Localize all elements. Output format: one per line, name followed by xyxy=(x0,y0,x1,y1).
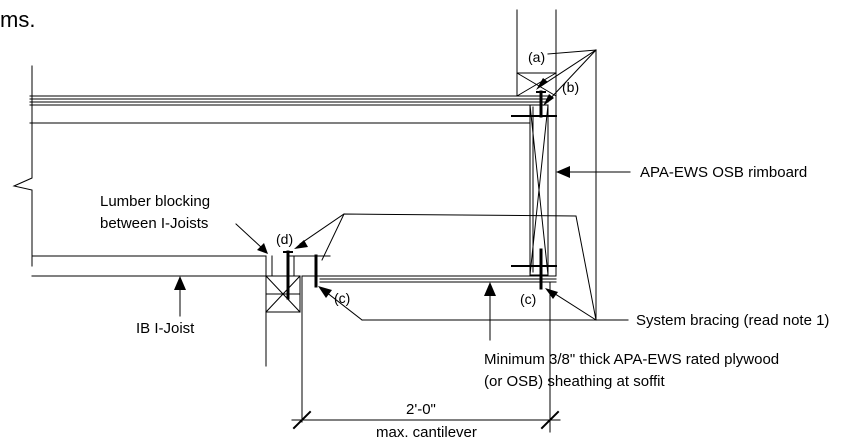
blocking-nails xyxy=(283,250,318,300)
top-nails xyxy=(511,90,557,118)
rimboard-label: APA-EWS OSB rimboard xyxy=(640,164,807,181)
blocking-label-line1: Lumber blocking xyxy=(100,193,210,210)
rimboard-leader: APA-EWS OSB rimboard xyxy=(556,164,807,181)
sheathing-label-line2: (or OSB) sheathing at soffit xyxy=(484,373,665,390)
callout-a: (a) xyxy=(528,49,545,65)
upper-floor-assembly xyxy=(29,95,549,124)
rimboard xyxy=(529,95,557,276)
callout-c-left: (c) xyxy=(334,290,350,306)
ijoist-leader: IB I-Joist xyxy=(136,276,195,337)
cantilever-dimension: 2'-0" max. cantilever xyxy=(291,281,561,440)
lumber-blocking xyxy=(265,255,301,367)
dimension-note: max. cantilever xyxy=(376,424,477,440)
callout-b: (b) xyxy=(562,79,579,95)
ijoist-label: IB I-Joist xyxy=(136,320,195,337)
header-fragment: ms. xyxy=(0,7,35,32)
sheathing-label-line1: Minimum 3/8" thick APA-EWS rated plywood xyxy=(484,351,779,368)
blocking-label-line2: between I-Joists xyxy=(100,215,208,232)
callout-c-left-leader: (c) xyxy=(318,286,597,321)
blocking-leader: Lumber blocking between I-Joists xyxy=(100,193,268,254)
floor-break-line xyxy=(12,65,33,267)
sheathing-leader: Minimum 3/8" thick APA-EWS rated plywood… xyxy=(484,282,779,390)
callout-c-right: (c) xyxy=(520,291,536,307)
bracing-label: System bracing (read note 1) xyxy=(636,312,829,329)
callout-d-leader: (d) xyxy=(276,213,345,249)
callout-c-right-leader: (c) xyxy=(520,288,597,321)
callout-b-leader: (b) xyxy=(543,49,597,106)
system-bracing xyxy=(321,49,597,321)
dimension-value: 2'-0" xyxy=(406,401,436,418)
callout-a-leader: (a) xyxy=(528,49,597,90)
soffit-sheathing xyxy=(301,275,557,423)
bracing-leader: System bracing (read note 1) xyxy=(595,312,829,329)
callout-d: (d) xyxy=(276,231,293,247)
lower-i-joist xyxy=(31,255,331,277)
